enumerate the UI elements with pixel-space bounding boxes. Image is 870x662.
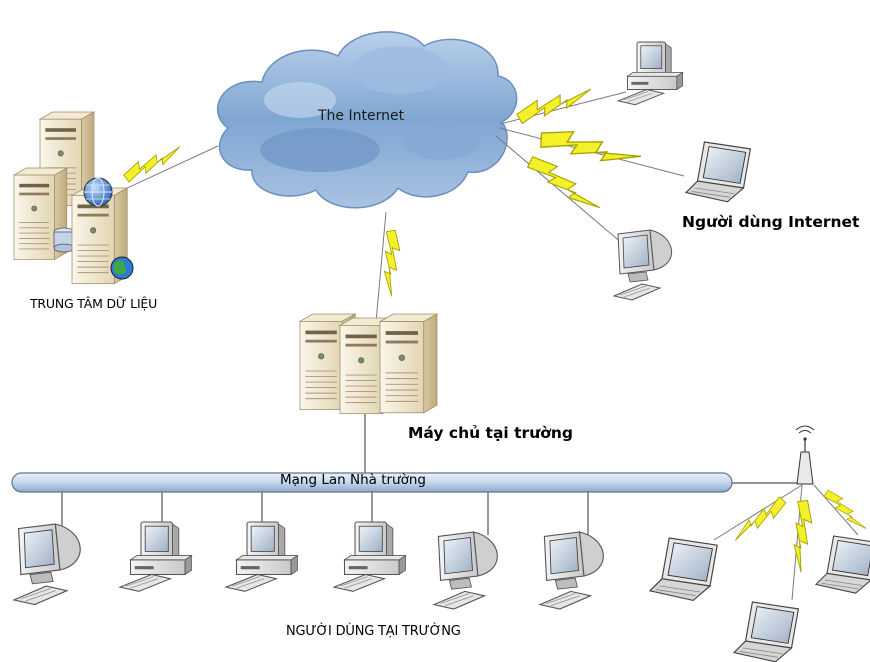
- lightning-link-icon: [499, 122, 685, 177]
- desktop-computer-icon: [119, 521, 192, 592]
- globe-icon: [110, 256, 134, 280]
- data-center: [13, 111, 134, 285]
- internet-users: [613, 41, 751, 301]
- desktop-computer-icon: [617, 41, 684, 106]
- lightning-link-icon: [787, 484, 816, 601]
- lightning-link-icon: [813, 484, 869, 536]
- laptop-icon: [733, 601, 799, 662]
- lightning-link-icon: [713, 484, 803, 544]
- data-center-label: TRUNG TÂM DỮ LIỆU: [30, 296, 158, 311]
- laptop-icon: [815, 535, 870, 594]
- crt-monitor-icon: [13, 523, 81, 606]
- lightning-link-icon: [499, 84, 627, 125]
- lightning-link-icon: [495, 135, 631, 251]
- lightning-link-icon: [109, 143, 219, 197]
- connection-lines: [61, 412, 800, 535]
- laptop-icon: [685, 141, 751, 203]
- database-icon: [53, 227, 75, 253]
- laptop-icon: [649, 537, 718, 602]
- wireless-users: [649, 535, 870, 662]
- server-rack-icon: [379, 313, 438, 414]
- wireless-access-point-icon: [795, 425, 815, 485]
- cloud-icon: [217, 31, 518, 209]
- crt-monitor-icon: [613, 229, 673, 301]
- crt-monitor-icon: [539, 531, 604, 610]
- lan-label: Mạng Lan Nhà trường: [280, 472, 426, 488]
- desktop-computer-icon: [225, 521, 298, 592]
- campus-server-label: Máy chủ tại trường: [408, 424, 574, 442]
- desktop-computer-icon: [333, 521, 406, 592]
- lan-backbone: [11, 472, 733, 493]
- lightning-link-icon: [375, 211, 403, 323]
- globe-icon: [83, 177, 113, 207]
- internet-users-label: Người dùng Internet: [682, 213, 860, 231]
- crt-monitor-icon: [433, 531, 498, 610]
- campus-users: [13, 521, 604, 610]
- campus-users-label: NGƯỜI DÙNG TẠI TRƯỜNG: [286, 624, 461, 639]
- internet-cloud-label: The Internet: [318, 108, 405, 124]
- campus-server: [299, 313, 438, 415]
